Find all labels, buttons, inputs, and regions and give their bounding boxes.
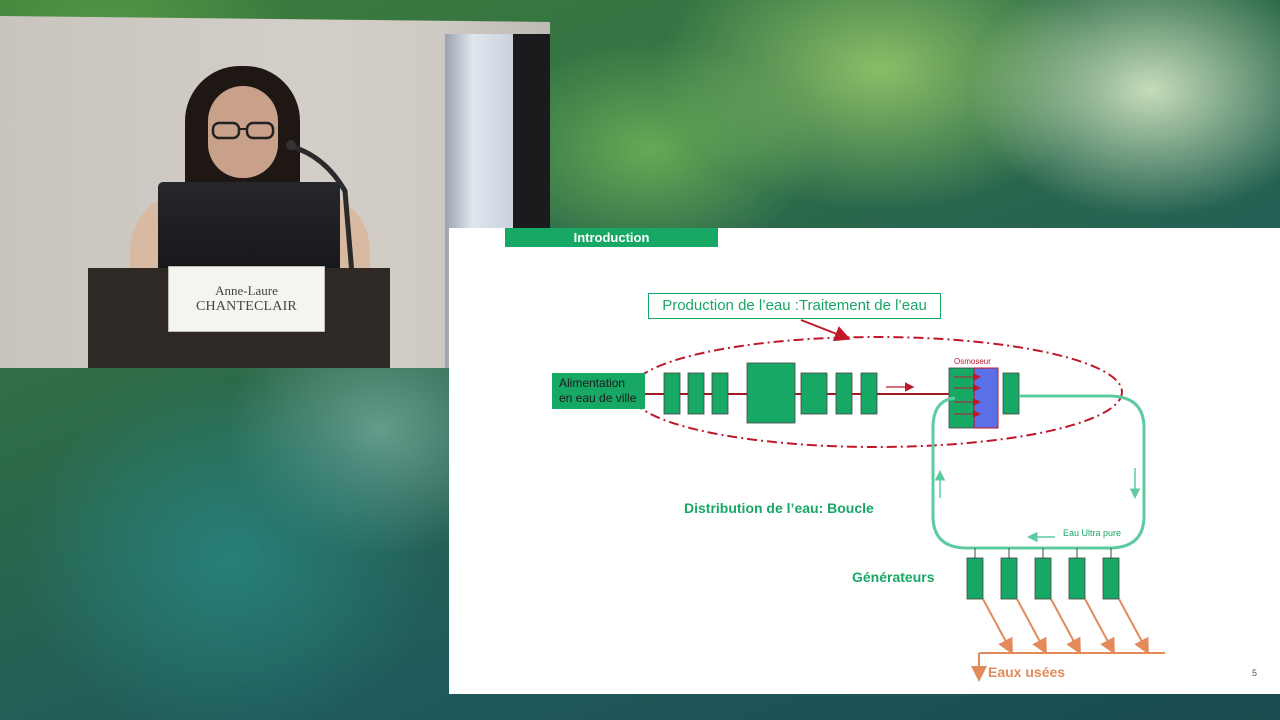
treatment-unit (860, 372, 878, 415)
distribution-label: Distribution de l’eau: Boucle (684, 500, 874, 516)
generator-unit (1034, 557, 1052, 600)
distribution-loop (931, 394, 1146, 550)
nameplate-first-name: Anne-Laure (215, 283, 278, 298)
city-water-supply-box: Alimentation en eau de ville (552, 373, 645, 409)
presenter-video: Anne-Laure CHANTECLAIR (0, 16, 550, 368)
generator-unit (1102, 557, 1120, 600)
generator-unit (966, 557, 984, 600)
generator-unit (1000, 557, 1018, 600)
waste-water-label: Eaux usées (988, 664, 1066, 680)
presentation-slide: Introduction (449, 228, 1280, 694)
treatment-unit (687, 372, 705, 415)
title-pointer-arrow (800, 319, 851, 342)
generators-label: Générateurs (852, 569, 935, 585)
ultra-pure-water-label: Eau Ultra pure (1063, 528, 1122, 538)
water-system-diagram (629, 319, 1165, 682)
post-osmosis-unit (1002, 372, 1020, 415)
treatment-unit (711, 372, 729, 415)
section-tab: Introduction (505, 228, 718, 247)
production-title: Production de l’eau :Traitement de l’eau (648, 293, 941, 319)
nameplate-last-name: CHANTECLAIR (196, 299, 297, 314)
alimentation-line-1: Alimentation (559, 376, 626, 390)
waste-lines (971, 598, 1165, 682)
osmoseur-label: Osmoseur (954, 357, 991, 366)
treatment-unit (835, 372, 853, 415)
speaker-nameplate: Anne-Laure CHANTECLAIR (168, 266, 325, 332)
presenter-face (208, 86, 278, 178)
generator-row (974, 548, 1112, 558)
alimentation-line-2: en eau de ville (559, 391, 637, 405)
page-number: 5 (1252, 668, 1258, 678)
treatment-unit-large (746, 362, 796, 424)
treatment-unit (663, 372, 681, 415)
treatment-unit (800, 372, 828, 415)
glasses-icon (211, 121, 275, 140)
generator-unit (1068, 557, 1086, 600)
